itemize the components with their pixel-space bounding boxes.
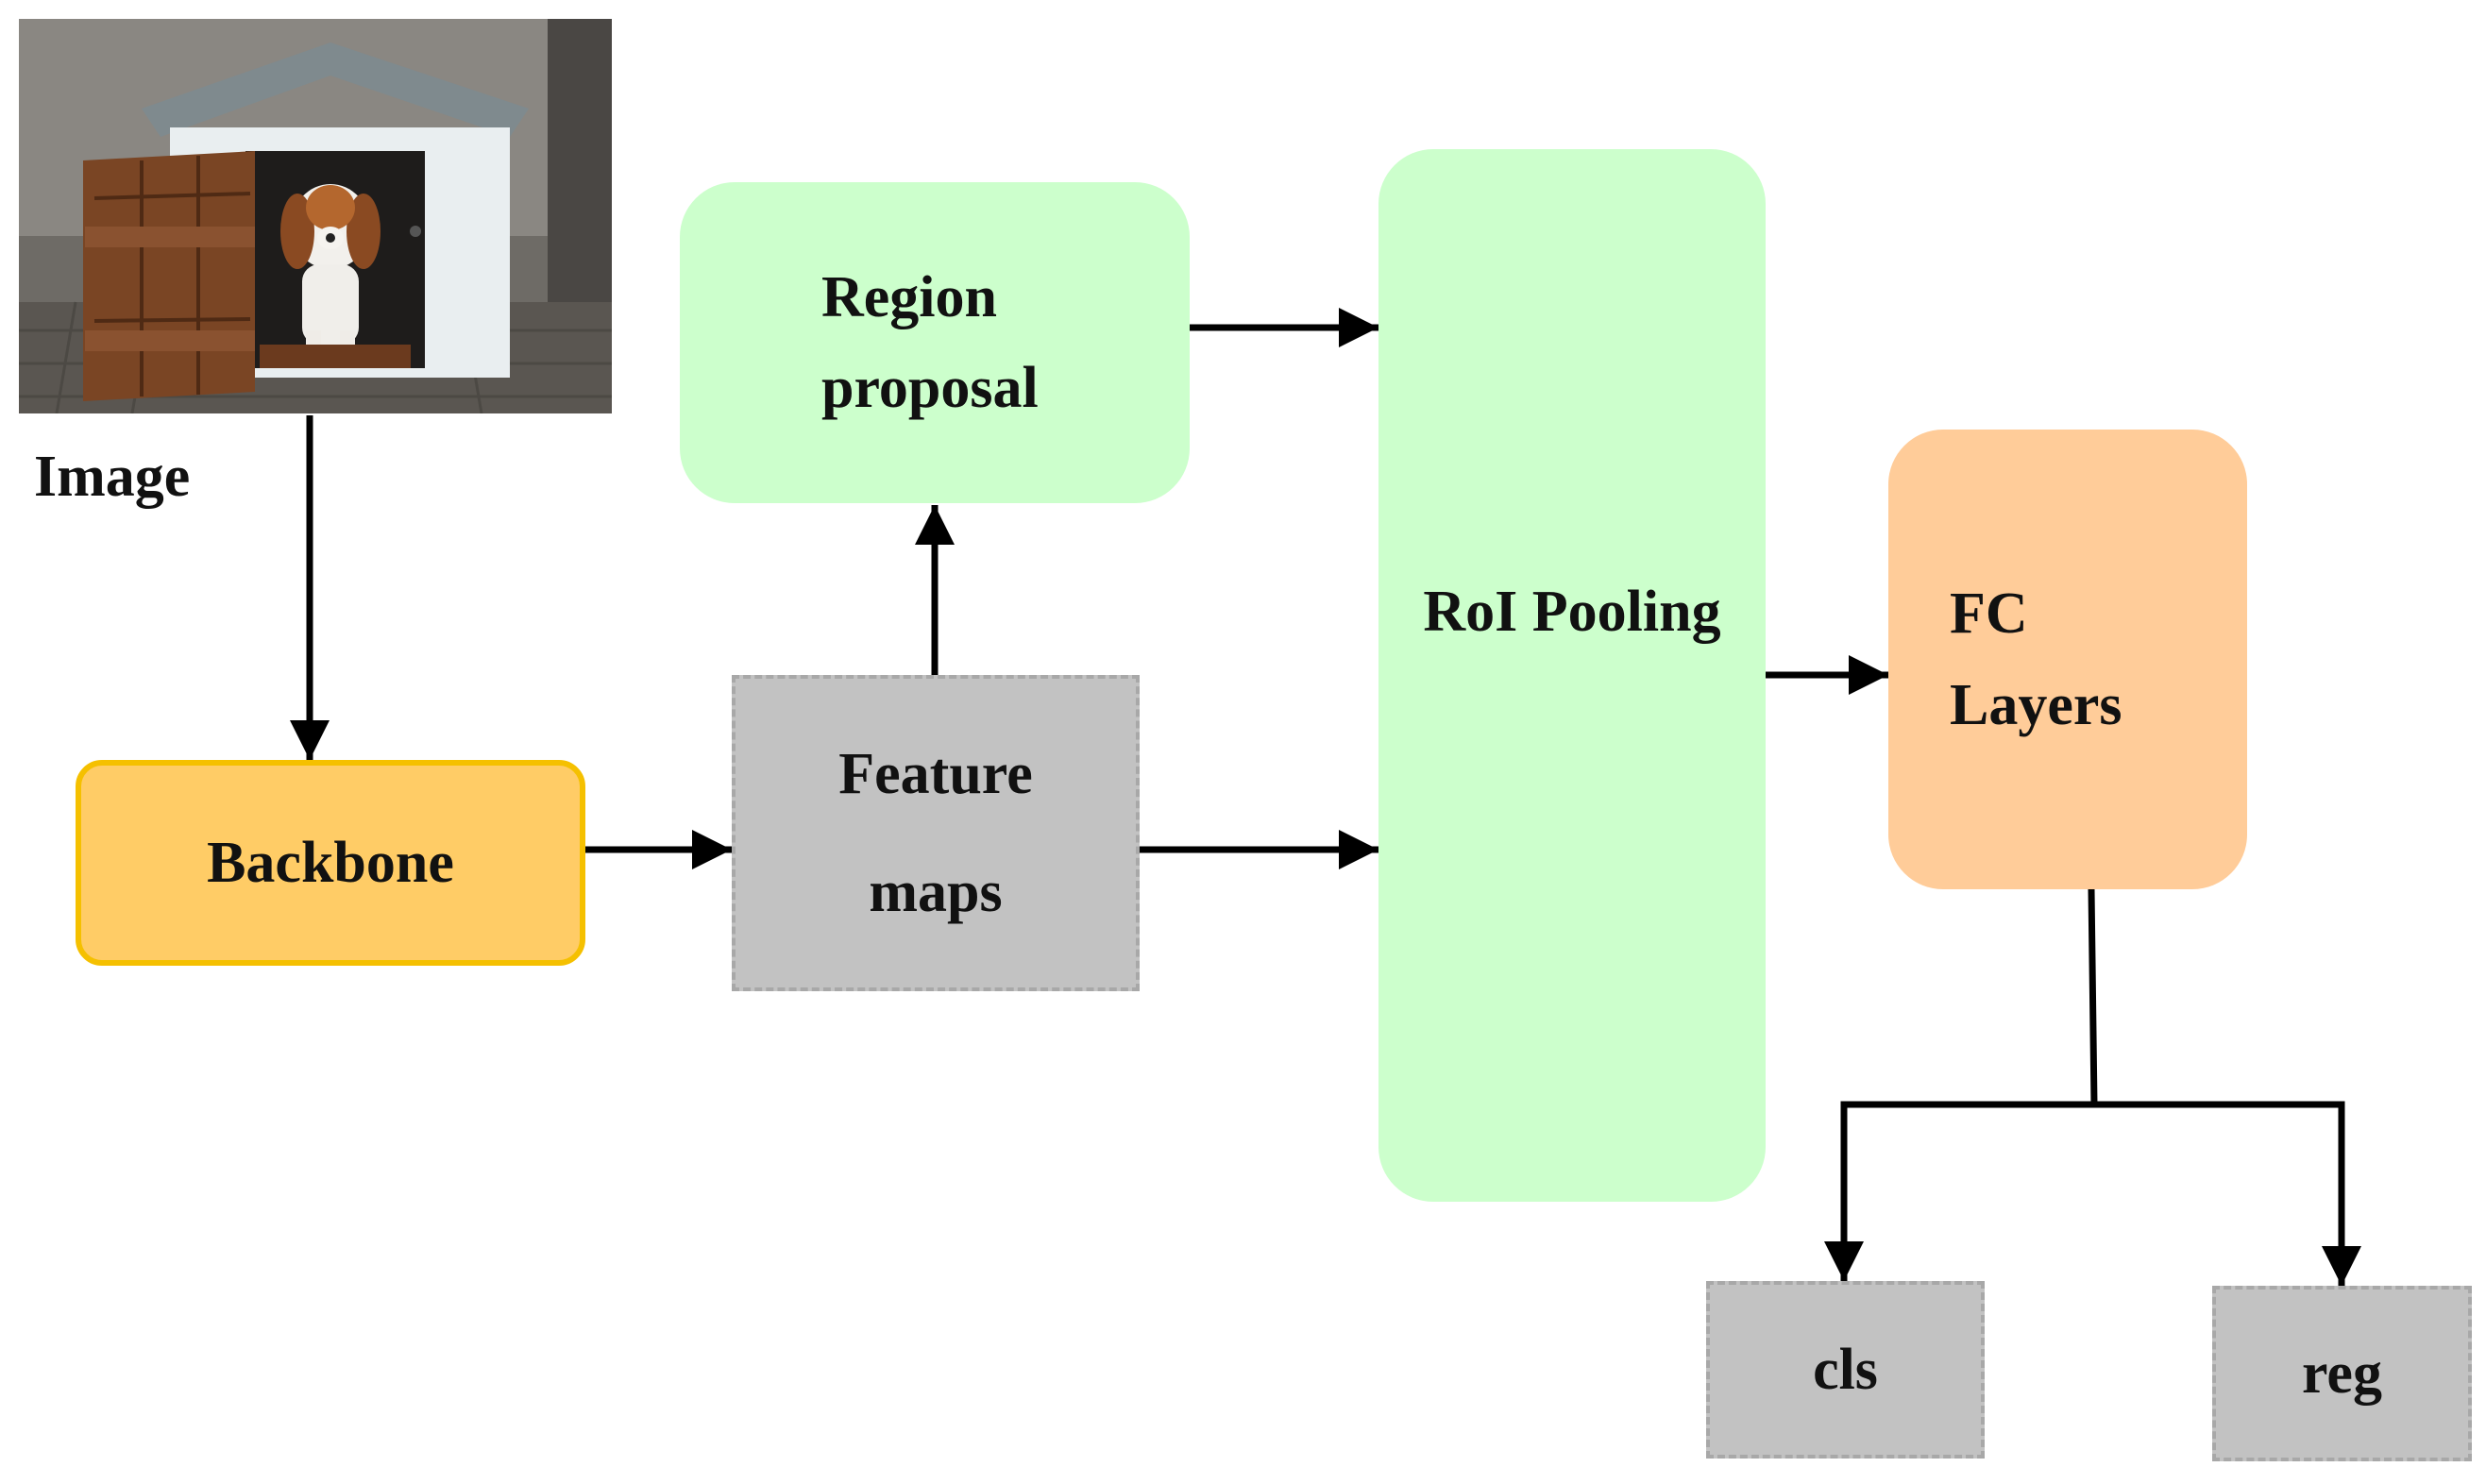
reg-label: reg (2302, 1341, 2382, 1406)
backbone-label: Backbone (207, 830, 454, 895)
region-proposal-label-line2: proposal (821, 356, 1039, 420)
fc-layers-label-line1: FC (1950, 582, 2028, 647)
region-proposal-label-line1: Region (821, 264, 997, 329)
fc-layers-node: FC Layers (1888, 430, 2247, 889)
input-image (19, 19, 612, 413)
cls-node: cls (1706, 1281, 1985, 1459)
image-caption: Image (34, 445, 191, 509)
feature-maps-node: Feature maps (732, 675, 1140, 991)
region-proposal-node: Region proposal (680, 182, 1190, 503)
dog-photo-illustration (19, 19, 612, 413)
roi-pooling-label: RoI Pooling (1423, 580, 1721, 644)
fc-layers-label-line2: Layers (1950, 672, 2122, 737)
backbone-node: Backbone (76, 760, 585, 966)
feature-maps-label-line2: maps (869, 859, 1003, 924)
feature-maps-label-line1: Feature (838, 742, 1033, 807)
arrow-fc-layers-to-cls (1824, 888, 2098, 1281)
arrow-fc-layers-to-reg (2094, 1101, 2361, 1286)
roi-pooling-node: RoI Pooling (1378, 149, 1766, 1202)
reg-node: reg (2212, 1286, 2472, 1461)
cls-label: cls (1813, 1337, 1878, 1402)
